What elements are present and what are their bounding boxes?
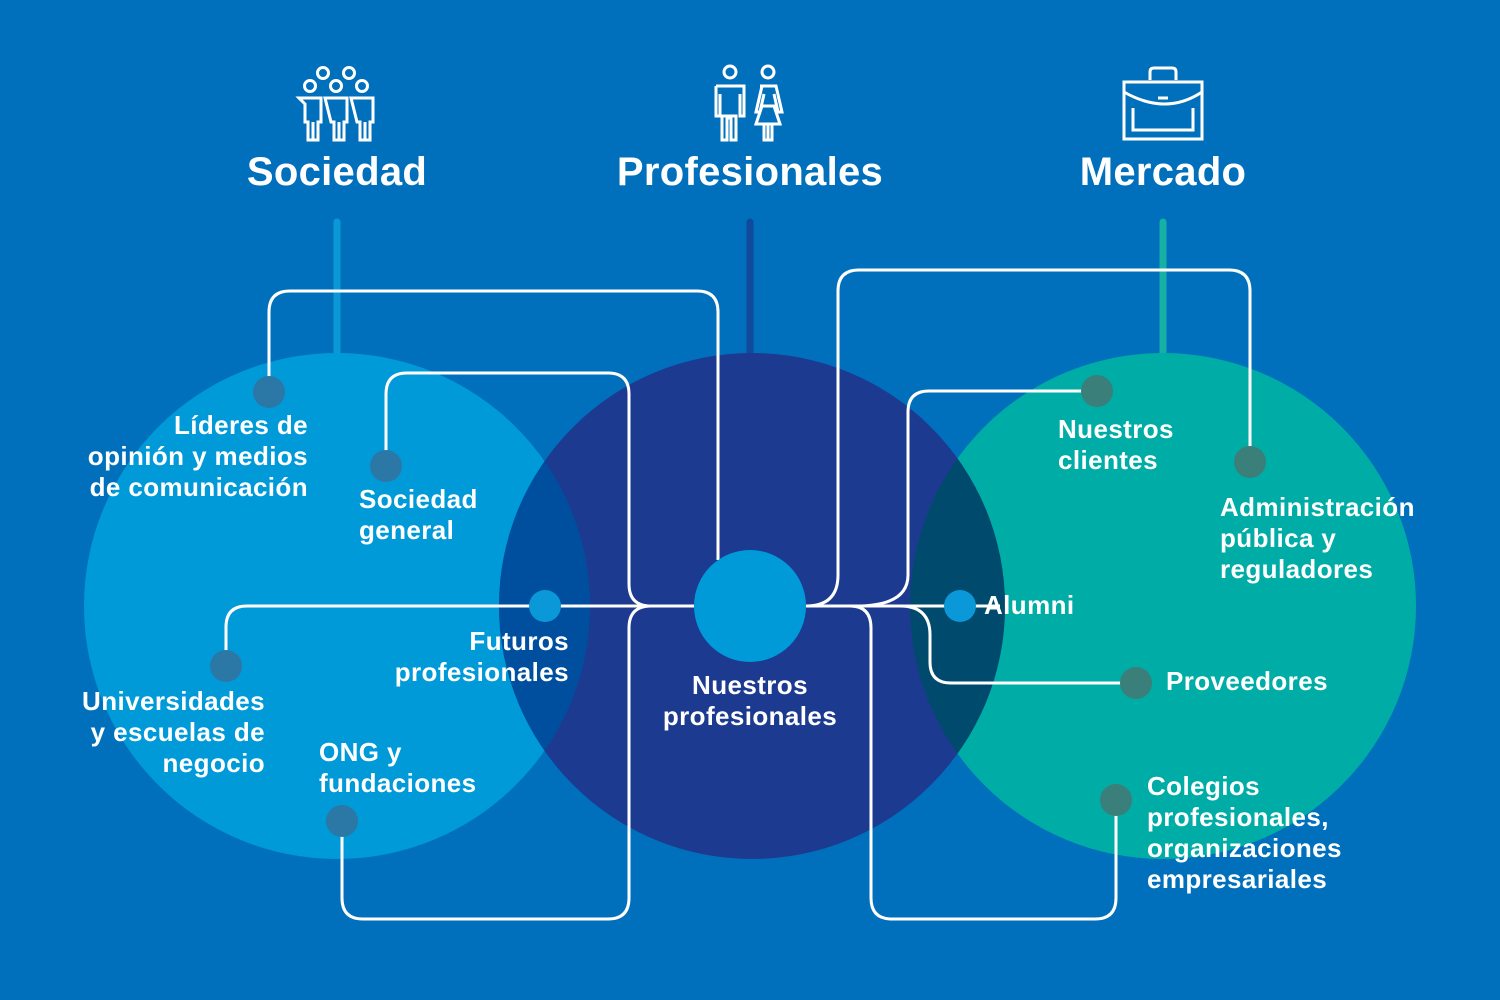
- line-sociedad-general: [384, 371, 652, 608]
- title-sociedad: Sociedad: [246, 150, 428, 194]
- label-lideres: Líderes de opinión y medios de comunicac…: [87, 410, 308, 502]
- label-colegios: Colegios profesionales, organizaciones e…: [1147, 771, 1342, 894]
- mercado-circle: [910, 353, 1416, 859]
- label-sociedad-general: Sociedad general: [359, 484, 478, 545]
- line-proveedores: [899, 604, 1136, 685]
- node-clientes: [1081, 375, 1113, 407]
- node-ong: [326, 805, 358, 837]
- label-futuros: Futuros profesionales: [394, 626, 569, 687]
- node-administracion: [1234, 446, 1266, 478]
- label-center: Nuestros profesionales: [662, 670, 838, 731]
- node-universidades: [210, 650, 242, 682]
- line-ong: [340, 604, 652, 921]
- label-proveedores: Proveedores: [1166, 666, 1328, 696]
- label-ong: ONG y fundaciones: [319, 737, 477, 798]
- node-alumni: [944, 590, 976, 622]
- label-clientes: Nuestros clientes: [1058, 414, 1174, 475]
- line-lideres: [267, 289, 720, 560]
- node-lideres: [253, 376, 285, 408]
- node-futuros: [529, 590, 561, 622]
- label-universidades: Universidades y escuelas de negocio: [82, 686, 265, 778]
- center-node: [694, 550, 806, 662]
- line-administracion: [805, 268, 1252, 608]
- line-universidades: [224, 604, 694, 666]
- label-administracion: Administración pública y reguladores: [1220, 492, 1415, 584]
- connector-lines: [224, 268, 1252, 921]
- node-colegios: [1100, 784, 1132, 816]
- label-alumni: Alumni: [984, 590, 1075, 620]
- group-people-icon: [295, 66, 375, 142]
- briefcase-icon: [1122, 66, 1204, 141]
- node-sociedad-general: [370, 450, 402, 482]
- title-mercado: Mercado: [1079, 150, 1247, 194]
- node-proveedores: [1120, 667, 1152, 699]
- line-colegios: [849, 604, 1118, 921]
- line-clientes: [855, 389, 1097, 608]
- man-woman-icon: [714, 64, 784, 142]
- title-profesionales: Profesionales: [616, 150, 884, 194]
